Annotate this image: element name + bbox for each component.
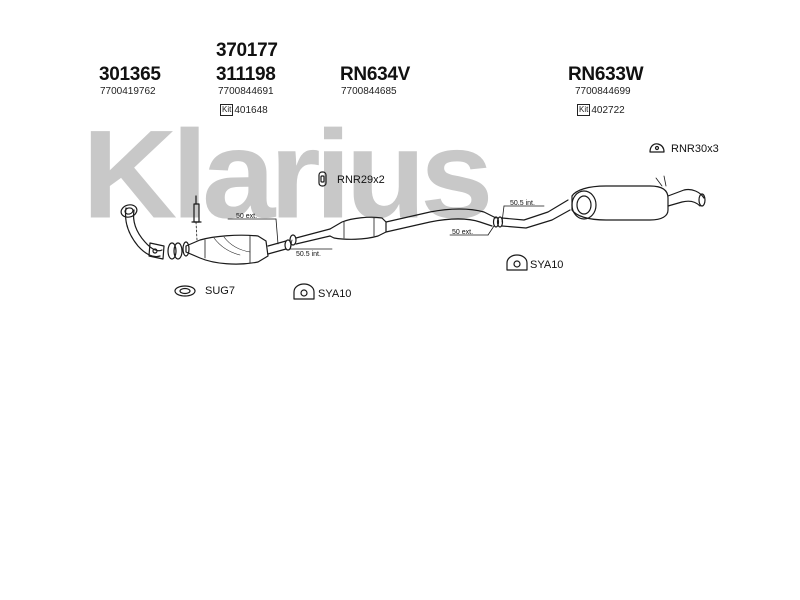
front-pipe-drawing: [120, 204, 165, 260]
sya10-mount-icon-left: [293, 283, 315, 300]
kit-number-402722: 402722: [591, 104, 625, 116]
rnr30-clip-icon: [649, 143, 665, 153]
part-number-311198: 311198: [216, 64, 276, 85]
oe-number-rn633w: 7700844699: [575, 86, 631, 97]
dimension-markers: [227, 205, 545, 250]
front-catalyst-drawing: [182, 234, 292, 265]
sensor-boss-drawing: [191, 195, 202, 241]
kit-label-402722: Kit 402722: [577, 104, 625, 116]
fitting-label-sug7: SUG7: [205, 285, 235, 297]
fitting-label-rnr30x3: RNR30x3: [671, 143, 719, 155]
sug7-gasket-icon: [174, 285, 196, 297]
kit-number-401648: 401648: [234, 104, 268, 116]
rear-silencer-drawing: [496, 175, 706, 229]
sya10-mount-icon-right: [506, 254, 528, 271]
part-number-rn634v: RN634V: [340, 64, 411, 85]
dimension-label-50-ext-right: 50 ext.: [452, 229, 474, 236]
dimension-label-50-ext-left: 50 ext.: [236, 213, 258, 220]
rnr29-clip-icon: [318, 171, 327, 187]
kit-box-icon: Kit: [577, 104, 591, 116]
kit-box-icon: Kit: [220, 104, 234, 116]
oe-number-rn634v: 7700844685: [341, 86, 397, 97]
fitting-label-sya10-left: SYA10: [318, 288, 352, 300]
part-number-301365: 301365: [99, 64, 161, 85]
oe-number-301365: 7700419762: [100, 86, 156, 97]
dimension-label-50-5-int-right: 50.5 int.: [510, 200, 535, 207]
flange-gasket-drawing: [167, 242, 183, 260]
fitting-label-sya10-right: SYA10: [530, 259, 564, 271]
dimension-label-50-5-int-left: 50.5 int.: [296, 251, 321, 258]
oe-number-311198: 7700844691: [218, 86, 274, 97]
kit-label-401648: Kit 401648: [220, 104, 268, 116]
brand-watermark: Klarius: [82, 104, 493, 245]
part-number-rn633w: RN633W: [568, 64, 644, 85]
fitting-label-rnr29x2: RNR29x2: [337, 174, 385, 186]
intermediate-pipe-drawing: [289, 208, 500, 246]
part-number-370177: 370177: [216, 40, 278, 61]
